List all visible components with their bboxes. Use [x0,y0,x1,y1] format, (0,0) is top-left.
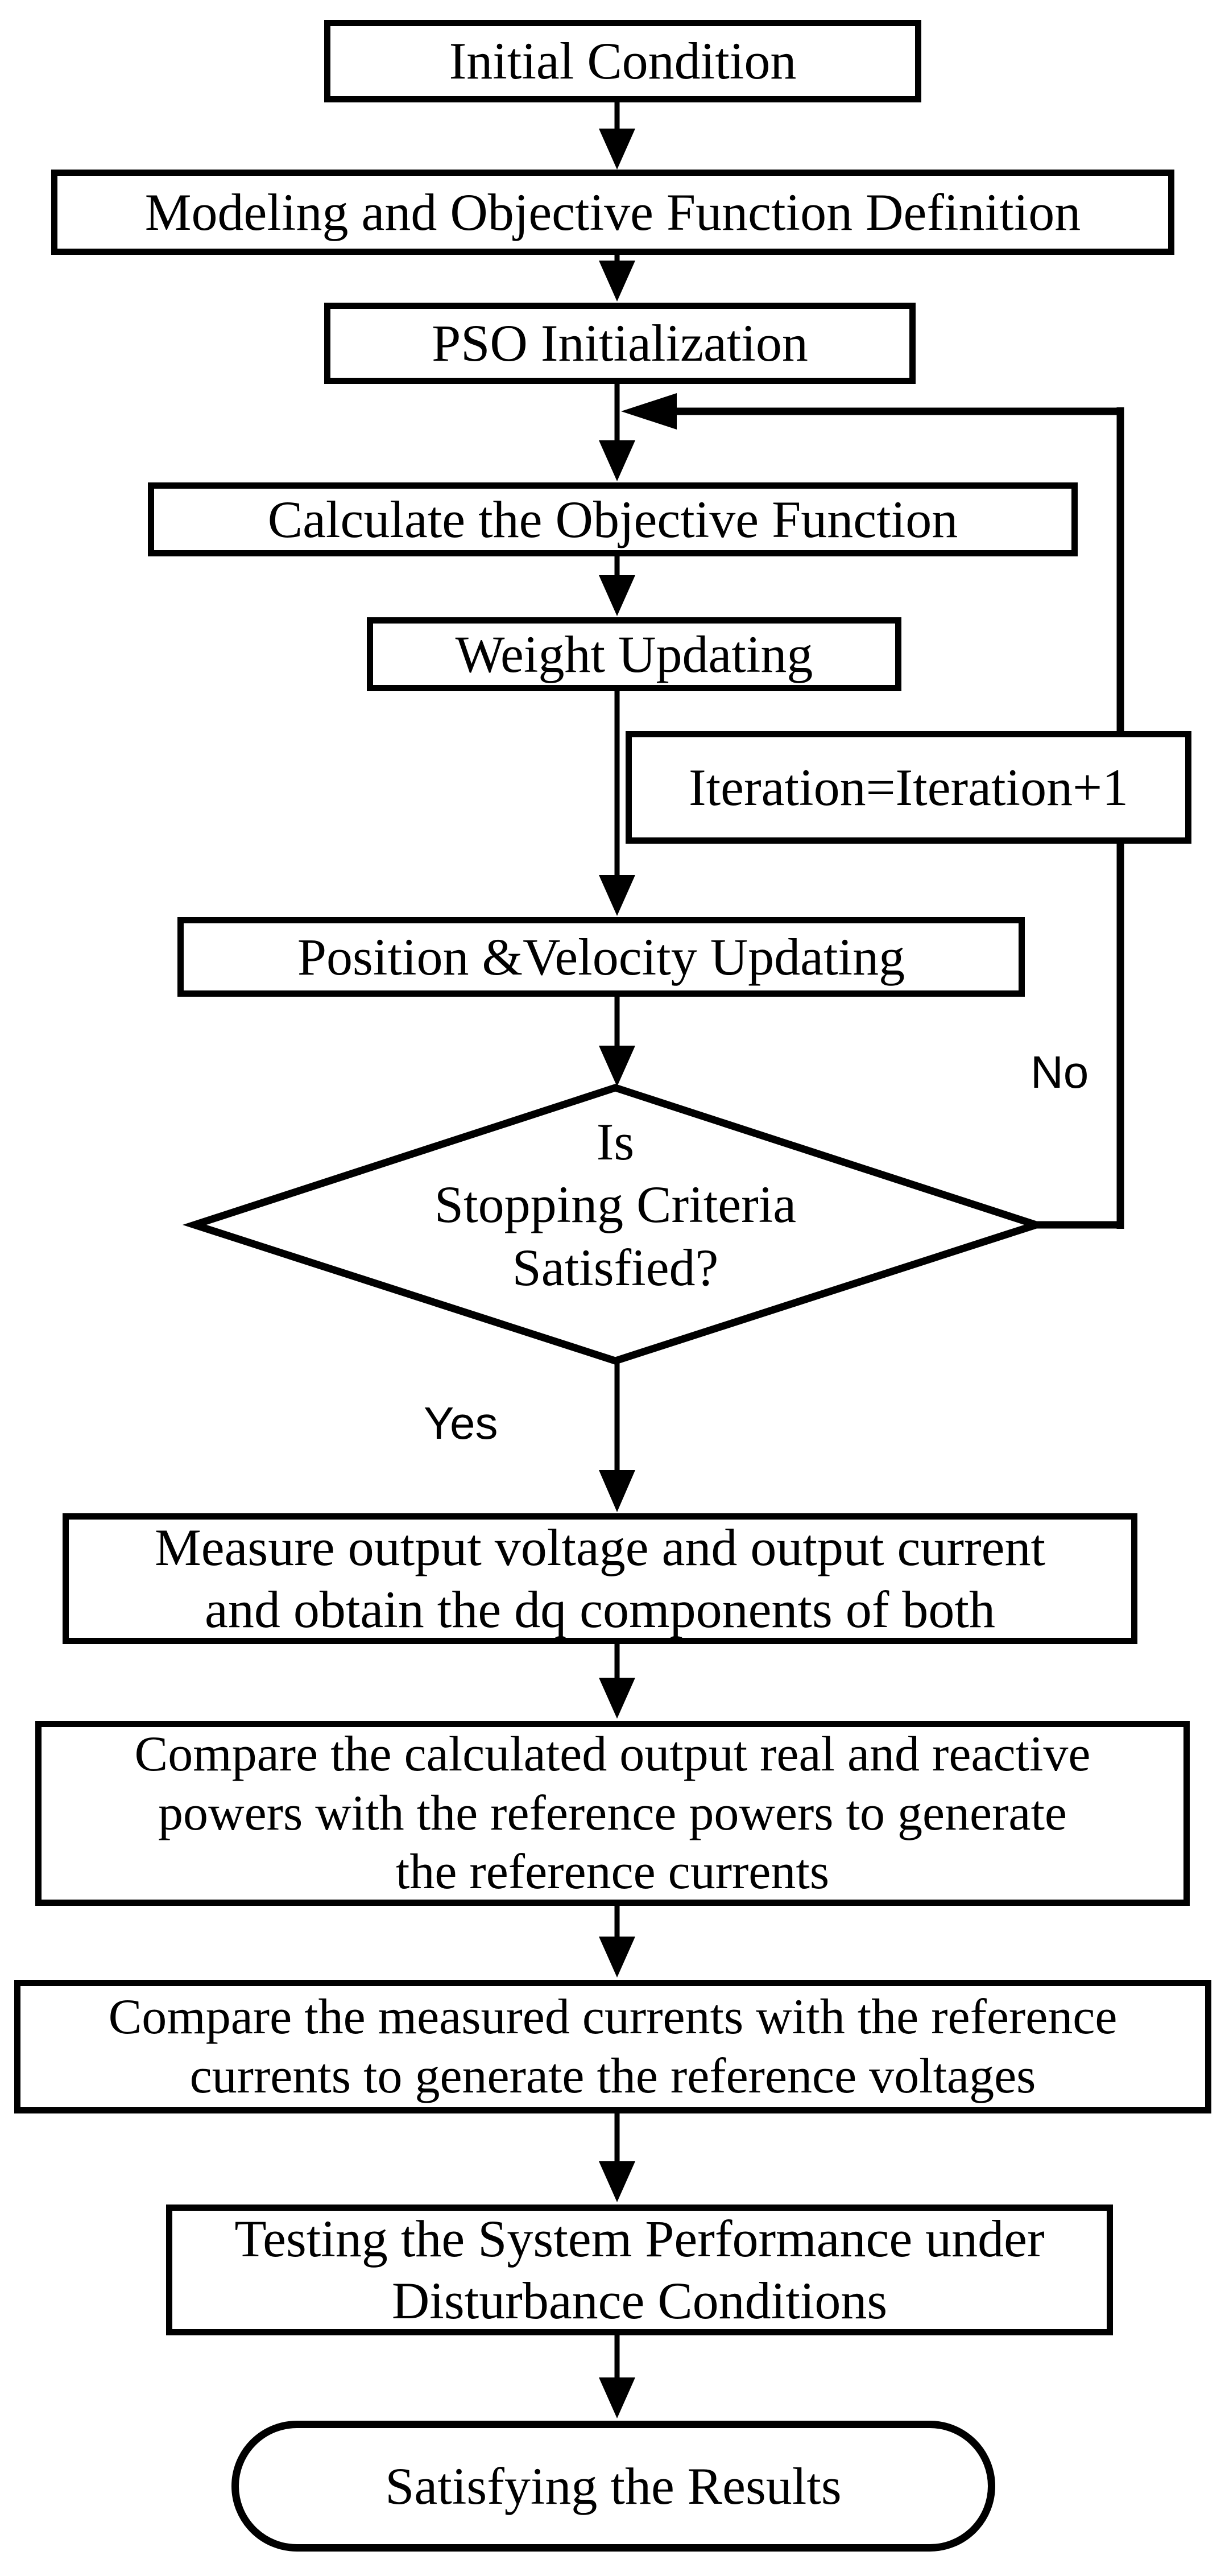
node-label: PSO Initialization [432,314,808,373]
node-compare-currents: Compare the measured currents with the r… [14,1980,1211,2113]
arrowhead-decision [599,1046,635,1087]
node-label: Modeling and Objective Function Definiti… [144,183,1081,241]
decision-line: Is [596,1113,635,1171]
node-initial-condition: Initial Condition [324,20,921,102]
node-testing-system-performance: Testing the System Performance under Dis… [166,2205,1113,2335]
node-compare-powers: Compare the calculated output real and r… [35,1721,1190,1906]
arrowhead-posvel [599,875,635,916]
arrowhead-measure [599,1470,635,1512]
arrowhead-modeling [599,129,635,170]
arrowhead-weight [599,575,635,616]
node-iteration-increment: Iteration=Iteration+1 [626,731,1191,844]
arrowhead-pso [599,261,635,302]
node-label: Weight Updating [455,625,813,683]
arrowhead-compare-currents [599,1937,635,1978]
node-stopping-criteria-decision: Is Stopping Criteria Satisfied? [274,1111,957,1299]
decision-line: Stopping Criteria [434,1175,797,1234]
node-label: Satisfying the Results [385,2457,842,2515]
node-label: Iteration=Iteration+1 [688,758,1128,816]
node-label-line: currents to generate the reference volta… [189,2048,1036,2104]
edge-label-yes: Yes [424,1398,498,1448]
arrowhead-result [599,2377,635,2418]
arrowhead-compare-powers [599,1678,635,1719]
node-position-velocity-updating: Position &Velocity Updating [177,917,1025,997]
node-pso-initialization: PSO Initialization [324,303,916,384]
node-label-line: the reference currents [395,1844,830,1900]
no-loop-arrowhead [621,393,677,430]
node-label-line: Compare the measured currents with the r… [108,1989,1118,2045]
arrowhead-testing [599,2161,635,2202]
arrowhead-calc [599,440,635,481]
node-label: Position &Velocity Updating [297,927,905,986]
node-label-line: Testing the System Performance under [234,2210,1045,2268]
node-label-line: Disturbance Conditions [391,2272,888,2330]
node-modeling-objective-definition: Modeling and Objective Function Definiti… [51,170,1174,255]
node-label-line: and obtain the dq components of both [205,1580,995,1638]
node-weight-updating: Weight Updating [367,617,901,691]
node-label-line: powers with the reference powers to gene… [158,1785,1067,1841]
node-satisfying-results: Satisfying the Results [231,2421,995,2552]
node-label-line: Measure output voltage and output curren… [154,1518,1046,1577]
node-label: Initial Condition [449,32,797,90]
node-calculate-objective-function: Calculate the Objective Function [148,482,1078,556]
node-label: Calculate the Objective Function [267,490,958,548]
node-label-line: Compare the calculated output real and r… [134,1726,1091,1782]
edge-label-no: No [1031,1047,1089,1097]
decision-line: Satisfied? [512,1238,719,1297]
node-measure-voltage-current: Measure output voltage and output curren… [63,1513,1137,1644]
